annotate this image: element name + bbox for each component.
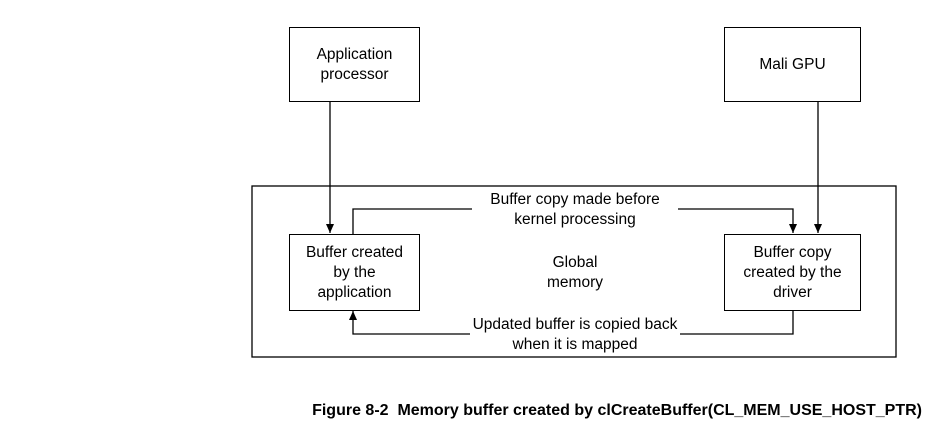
buffer-copy-label: Buffer copy created by the driver [743, 243, 842, 301]
global-memory-region [251, 185, 897, 358]
mali-gpu-label: Mali GPU [759, 55, 826, 73]
buffer-copy-box: Buffer copy created by the driver [724, 234, 861, 311]
global-memory-label: Global memory [520, 253, 630, 293]
global-memory-text: Global memory [547, 254, 603, 291]
figure-number: Figure 8-2 [312, 402, 389, 419]
application-processor-box: Application processor [289, 27, 420, 102]
buffer-app-label: Buffer created by the application [305, 243, 404, 301]
figure-title: Memory buffer created by clCreateBuffer(… [397, 402, 922, 419]
copy-before-label: Buffer copy made before kernel processin… [472, 190, 678, 230]
application-processor-label: Application processor [316, 45, 393, 83]
buffer-app-box: Buffer created by the application [289, 234, 420, 311]
mali-gpu-box: Mali GPU [724, 27, 861, 102]
copy-before-text: Buffer copy made before kernel processin… [490, 191, 660, 228]
copy-back-label: Updated buffer is copied back when it is… [470, 315, 680, 355]
copy-back-text: Updated buffer is copied back when it is… [472, 316, 678, 353]
